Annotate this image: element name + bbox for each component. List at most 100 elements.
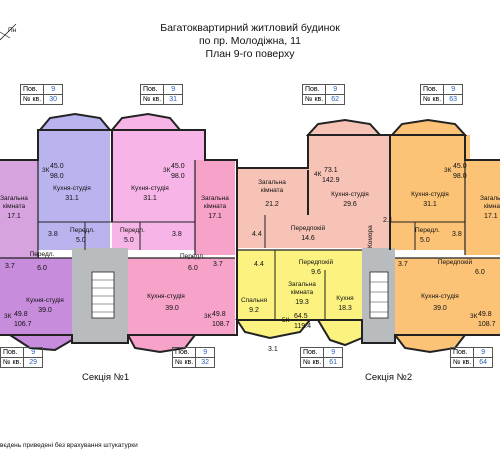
value-61-bedroom: 9.2	[249, 307, 259, 314]
value-30-type: 3К	[42, 167, 50, 174]
value-62-total: 73.1	[324, 167, 338, 174]
room-fill-29	[0, 258, 72, 335]
value-32-kitchen: 39.0	[165, 305, 179, 312]
value-61-hall: 9.6	[311, 269, 321, 276]
value-63-kitchen: 31.1	[423, 201, 437, 208]
value-29-type: 3К	[4, 313, 12, 320]
value-63-type: 3К	[444, 167, 452, 174]
label-62-peredpokiy: Передпокій	[291, 224, 326, 232]
value-64-area: 108.7	[478, 321, 496, 328]
label-61-spalnia: Спальня	[241, 297, 268, 304]
tag-floor-value: 9	[163, 84, 184, 95]
apt-tag-64: Пов.9 № кв.64	[449, 347, 494, 368]
label-63-kitchen: Кухня-студія	[411, 190, 449, 198]
label-62-zag: Загальна	[258, 179, 286, 186]
label-61-zag: Загальна	[288, 281, 316, 288]
value-30-bath1: 3.8	[48, 231, 58, 238]
apt-tag-62: Пов.9 № кв.62	[301, 84, 346, 105]
label-30-peredl: Передл.	[70, 227, 95, 234]
value-61-bath: 4.4	[254, 261, 264, 268]
north-label: Пн	[8, 27, 17, 34]
value-64-hall: 6.0	[475, 269, 485, 276]
value-62-kitchen: 29.6	[343, 201, 357, 208]
label-61-kitchen: Кухня	[336, 295, 354, 302]
label-32-kitchen: Кухня-студія	[147, 292, 185, 300]
title-line-3: План 9-го поверху	[205, 48, 295, 60]
value-64-total: 49.8	[478, 311, 492, 318]
value-61-balcony: 3.1	[268, 346, 278, 353]
tag-apt-label: № кв.	[299, 357, 325, 368]
label-31-zag: Загальна	[201, 195, 229, 202]
tag-floor-label: Пов.	[299, 347, 325, 358]
value-63-bath1: 5.0	[420, 237, 430, 244]
tag-apt-label: № кв.	[19, 94, 45, 105]
tag-apt-value: 30	[43, 94, 64, 105]
room-fill-30-living	[0, 160, 38, 258]
value-29-bath: 3.7	[5, 263, 15, 270]
label-30-kimnata: кімната	[3, 202, 26, 210]
value-62-living: 21.2	[265, 201, 279, 208]
value-64-bath: 3.7	[398, 261, 408, 268]
value-31-area: 98.0	[171, 173, 185, 180]
value-29-area: 106.7	[14, 321, 32, 328]
tag-apt-value: 63	[443, 94, 464, 105]
label-64-kitchen: Кухня-студія	[421, 292, 459, 300]
value-63-bath2: 3.8	[452, 231, 462, 238]
stair-core-1	[72, 248, 128, 343]
apt-tag-32: Пов.9 № кв.32	[171, 347, 216, 368]
value-30-bath2: 5.0	[76, 237, 86, 244]
value-32-bath: 3.7	[213, 261, 223, 268]
tag-floor-value: 9	[43, 84, 64, 95]
tag-floor-value: 9	[473, 347, 494, 358]
tag-floor-value: 9	[325, 84, 346, 95]
room-fill-63	[390, 135, 470, 250]
bay-window-9	[389, 118, 468, 136]
value-63-bath3: 2.1	[383, 217, 393, 224]
label-61-peredpokiy: Передпокій	[299, 258, 334, 266]
value-29-hall: 6.0	[37, 265, 47, 272]
tag-floor-value: 9	[195, 347, 216, 358]
tag-floor-value: 9	[323, 347, 344, 358]
tag-floor-value: 9	[23, 347, 44, 358]
tag-floor-value: 9	[443, 84, 464, 95]
tag-floor-label: Пов.	[301, 84, 327, 95]
value-63-total: 45.0	[453, 163, 467, 170]
value-61-type: 5К	[282, 317, 290, 324]
tag-apt-value: 61	[323, 357, 344, 368]
label-30-zag: Загальна	[0, 195, 28, 202]
stair-core-2	[362, 248, 395, 343]
label-32-peredl: Передл.	[180, 253, 205, 260]
label-31-kitchen: Кухня-студія	[131, 184, 169, 192]
label-62-kitchen: Кухня-студія	[331, 190, 369, 198]
label-63-kimnata: кімната	[484, 202, 500, 210]
label-64-peredpokiy: Передпокій	[438, 258, 473, 266]
value-64-type: 3К	[470, 313, 478, 320]
tag-apt-label: № кв.	[139, 94, 165, 105]
value-30-kitchen: 31.1	[65, 195, 79, 202]
value-30-total: 45.0	[50, 163, 64, 170]
value-61-kitchen: 18.3	[338, 305, 352, 312]
value-61-total: 64.5	[294, 313, 308, 320]
walls	[0, 129, 500, 344]
room-fill-61	[237, 250, 362, 320]
value-32-area: 108.7	[212, 321, 230, 328]
tag-floor-label: Пов.	[139, 84, 165, 95]
value-63-area: 98.0	[453, 173, 467, 180]
tag-floor-label: Пов.	[0, 347, 25, 358]
tag-apt-label: № кв.	[449, 357, 475, 368]
bay-window-7	[109, 112, 183, 131]
value-61-area: 119.4	[294, 323, 311, 330]
value-31-total: 45.0	[171, 163, 185, 170]
value-62-hall: 14.6	[301, 235, 315, 242]
footnote: вєдень приведені без врахування штукатур…	[0, 442, 138, 449]
apt-tag-63: Пов.9 № кв.63	[419, 84, 464, 105]
tag-apt-value: 32	[195, 357, 216, 368]
label-31-kimnata: кімната	[204, 202, 227, 210]
tag-floor-label: Пов.	[19, 84, 45, 95]
value-30-living: 17.1	[7, 213, 21, 220]
tag-apt-value: 64	[473, 357, 494, 368]
value-32-hall: 6.0	[188, 265, 198, 272]
tag-apt-value: 62	[325, 94, 346, 105]
value-31-bath1: 5.0	[124, 237, 134, 244]
bay-window-6	[37, 112, 113, 131]
